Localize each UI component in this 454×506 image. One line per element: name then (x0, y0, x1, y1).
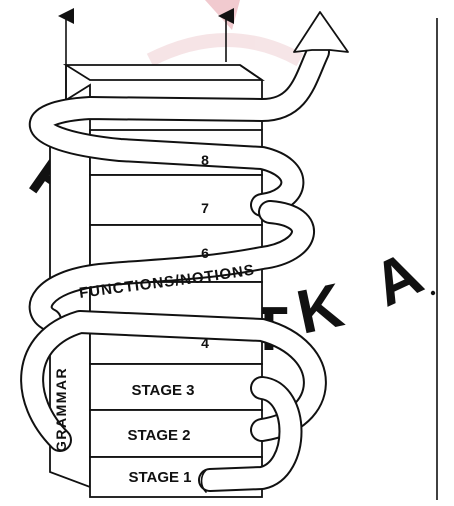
top-cap (66, 65, 262, 80)
box-level-7 (90, 175, 262, 225)
level-8-label: 8 (201, 152, 209, 168)
stage-3-label: STAGE 3 (131, 382, 194, 399)
level-6-label: 6 (201, 245, 209, 261)
right-axis-dot (432, 292, 435, 295)
stage-2-label: STAGE 2 (127, 427, 190, 444)
stage-1-label: STAGE 1 (128, 469, 191, 486)
level-4-label: 4 (201, 335, 209, 351)
grammar-label: GRAMMAR (53, 367, 69, 452)
level-7-label: 7 (201, 200, 209, 216)
spiral-arrow-head (294, 12, 348, 52)
